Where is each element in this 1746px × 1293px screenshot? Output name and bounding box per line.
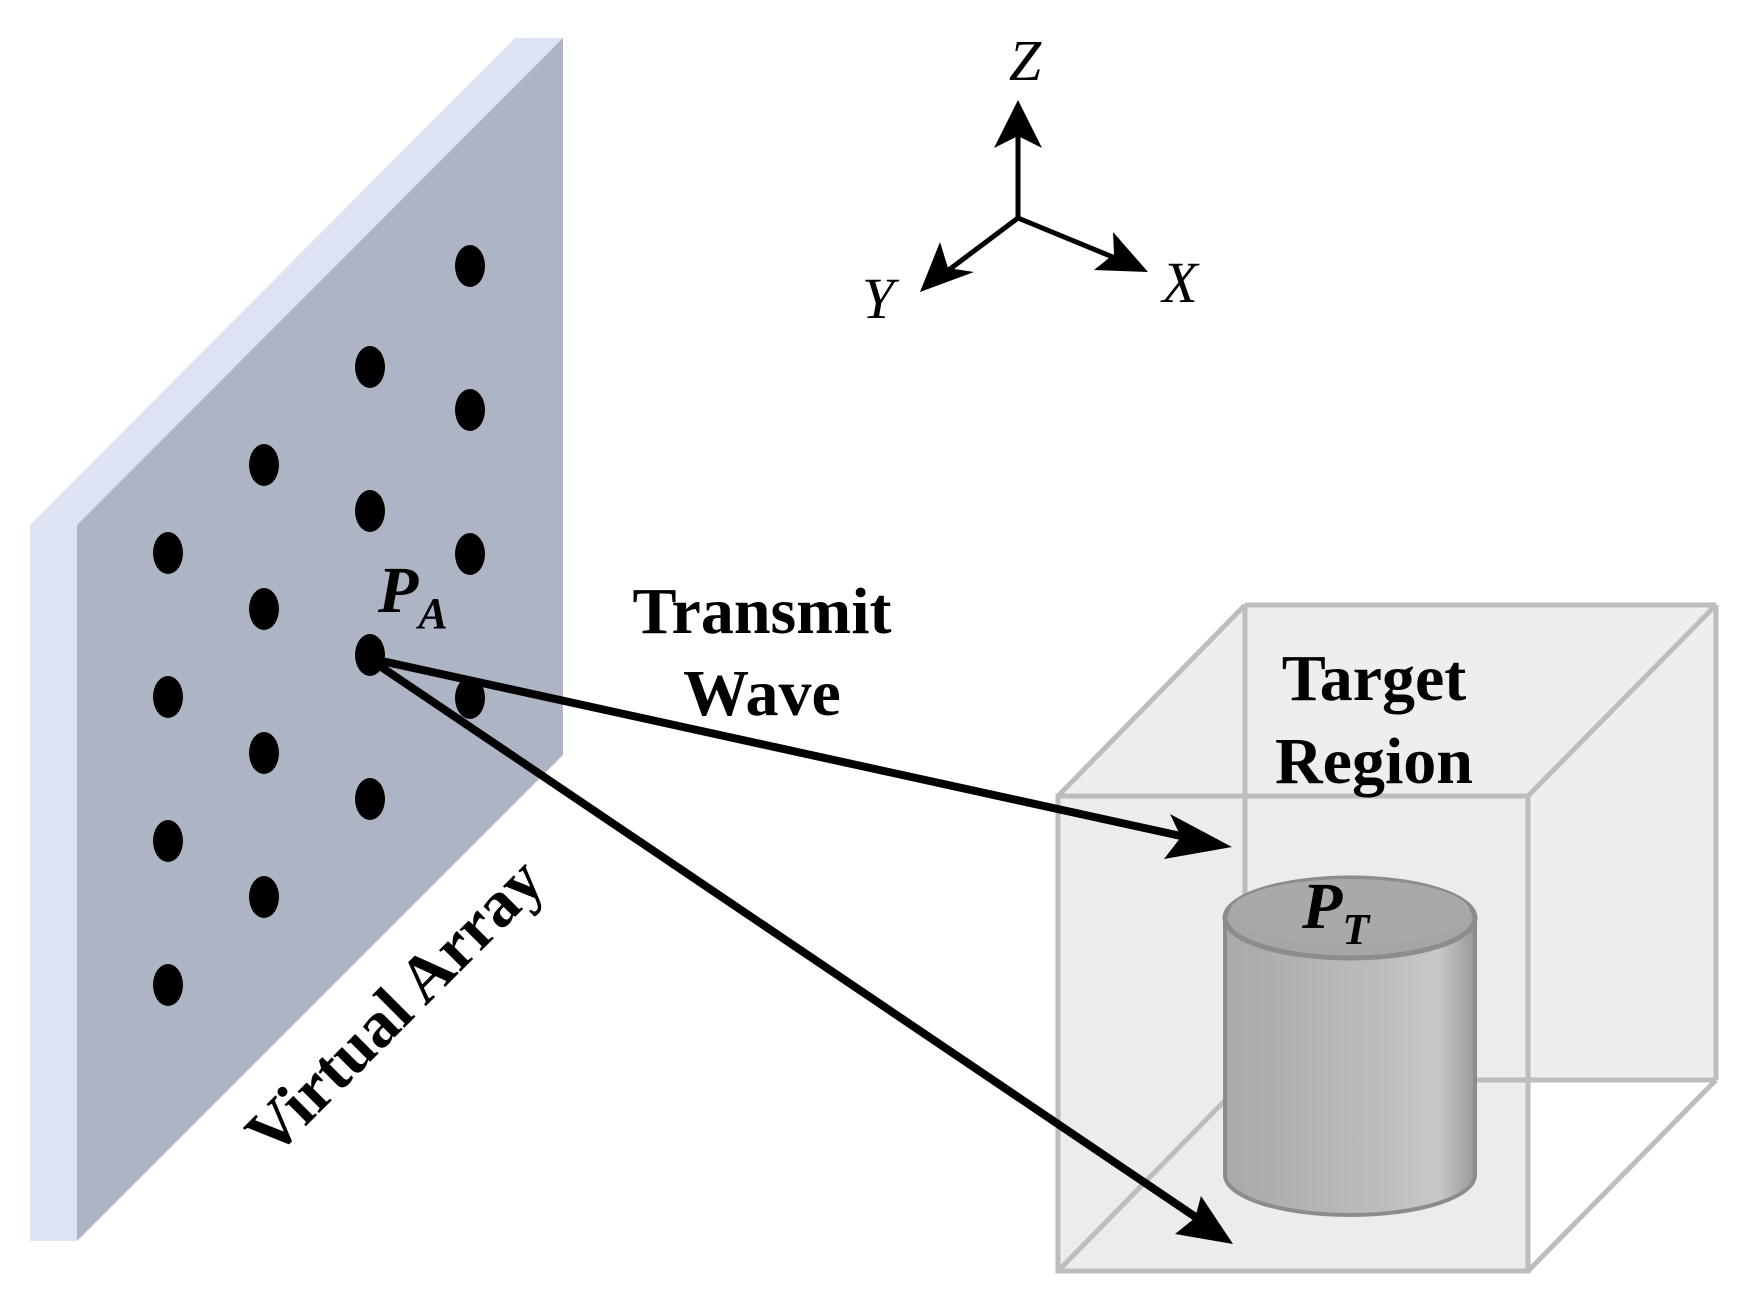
- point-pa-label: PA: [377, 554, 448, 638]
- y-axis-line: [940, 216, 1020, 277]
- point-pa-subscript: A: [415, 589, 447, 638]
- panel-left-edge: [30, 525, 77, 1241]
- target-region-label-line1: Target: [1282, 642, 1467, 715]
- array-element-dot: [249, 444, 279, 486]
- array-element-dot: [355, 346, 385, 388]
- point-pt-label: PT: [1301, 870, 1371, 954]
- panel-side-edge: [30, 38, 563, 525]
- axes: [920, 100, 1148, 292]
- array-element-dot: [153, 532, 183, 574]
- point-pt-main: P: [1301, 870, 1343, 943]
- box-edge-top-left: [1056, 603, 1247, 798]
- virtual-array-panel: [30, 38, 563, 1241]
- array-element-dot: [153, 964, 183, 1006]
- point-pt-subscript: T: [1342, 905, 1371, 954]
- box-edge-bottom-left: [1056, 1078, 1247, 1273]
- axis-y-label: Y: [862, 266, 900, 331]
- array-element-dot: [153, 820, 183, 862]
- target-region-label-line2: Region: [1275, 725, 1473, 798]
- wave-arrow-lower-head: [1175, 1196, 1233, 1244]
- x-axis-line: [1017, 215, 1121, 263]
- wave-arrow-upper-shaft: [367, 654, 1191, 842]
- cylinder-top-inner: [1230, 879, 1470, 945]
- transmit-wave-label-line1: Transmit: [632, 575, 891, 648]
- panel-face: [77, 38, 563, 1241]
- array-element-dot: [455, 677, 485, 719]
- box-front-face: [1055, 793, 1531, 1274]
- array-element-dot: [249, 876, 279, 918]
- box-edge-top-right: [1526, 603, 1718, 798]
- array-element-dot: [153, 676, 183, 718]
- cylinder-body: [1223, 918, 1477, 1217]
- array-element-dot: [455, 389, 485, 431]
- axis-z-label: Z: [1009, 28, 1042, 93]
- point-pa-main: P: [377, 554, 419, 627]
- transmit-wave-arrows: [365, 654, 1233, 1244]
- box-edge-bottom-right: [1526, 1078, 1718, 1273]
- wave-arrow-upper-head: [1164, 814, 1232, 859]
- target-cylinder: [1222, 875, 1478, 1217]
- x-axis-arrowhead: [1094, 232, 1148, 272]
- transmit-wave-label-line2: Wave: [683, 657, 841, 730]
- axis-x-label: X: [1160, 250, 1200, 315]
- array-element-dot: [249, 588, 279, 630]
- array-element-dot: [355, 490, 385, 532]
- y-axis-arrowhead: [920, 242, 974, 292]
- z-axis-arrowhead: [994, 100, 1042, 148]
- wave-arrow-lower-shaft: [365, 654, 1203, 1224]
- array-element-dot: [455, 533, 485, 575]
- array-element-dot: [355, 778, 385, 820]
- array-elements: [153, 245, 485, 1006]
- array-element-dot: [455, 245, 485, 287]
- array-element-dot: [249, 732, 279, 774]
